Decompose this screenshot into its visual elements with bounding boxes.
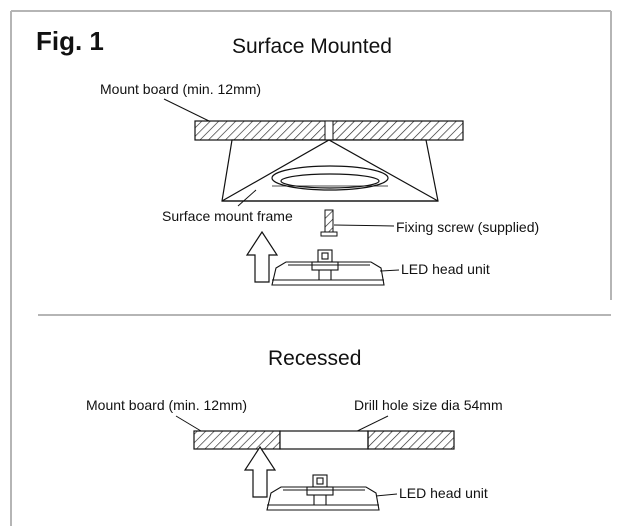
screw-leader	[333, 224, 395, 227]
screw-label: Fixing screw (supplied)	[396, 219, 539, 235]
recessed-title: Recessed	[268, 347, 361, 370]
surface-mount-board-leader	[163, 98, 210, 122]
surface-title: Surface Mounted	[232, 35, 392, 58]
recessed-led-label: LED head unit	[399, 485, 488, 501]
figure-label: Fig. 1	[36, 26, 104, 56]
recessed-mount-board-leader	[175, 415, 202, 432]
recessed-mount-board	[193, 430, 455, 450]
recessed-insert-arrow	[243, 445, 277, 498]
surface-led-label: LED head unit	[401, 261, 490, 277]
surface-frame-label: Surface mount frame	[162, 208, 293, 224]
surface-insert-arrow	[245, 230, 279, 283]
surface-mount-board-label: Mount board (min. 12mm)	[100, 81, 261, 97]
recessed-mount-board-label: Mount board (min. 12mm)	[86, 397, 247, 413]
surface-led-leader	[379, 269, 400, 272]
surface-mount-frame	[221, 139, 439, 202]
board-center-screw	[324, 120, 334, 141]
recessed-led-leader	[375, 493, 398, 497]
figure-border	[10, 10, 612, 526]
fixing-screw	[320, 209, 338, 237]
recessed-led-head-unit	[266, 474, 380, 511]
surface-frame-leader	[237, 189, 257, 207]
surface-led-head-unit	[271, 249, 385, 286]
drill-hole-label: Drill hole size dia 54mm	[354, 397, 503, 413]
